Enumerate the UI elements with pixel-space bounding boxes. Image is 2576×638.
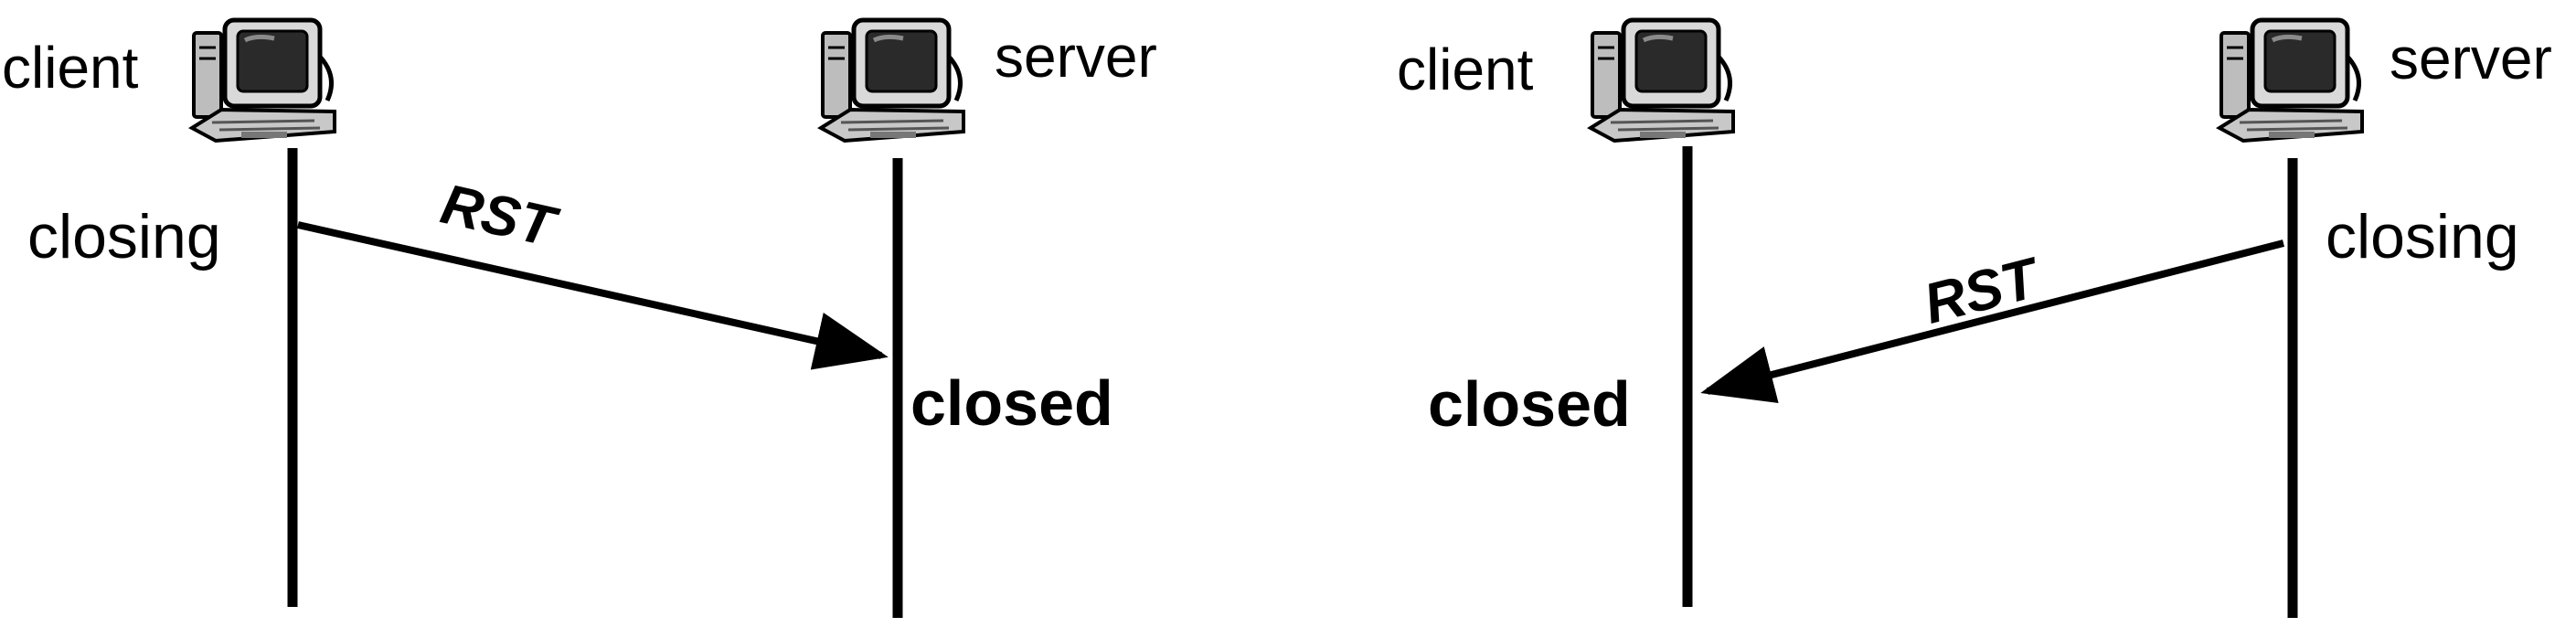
left-client-computer-icon bbox=[192, 20, 335, 141]
right-closed-label: closed bbox=[1428, 368, 1631, 440]
right-server-computer-icon bbox=[2219, 20, 2362, 141]
left-rst-label: RST bbox=[435, 173, 564, 261]
left-client-label: client bbox=[2, 35, 139, 101]
left-scenario: client server closing RST closed bbox=[2, 20, 1157, 618]
right-scenario: client server closing RST closed bbox=[1397, 20, 2552, 618]
left-closing-label: closing bbox=[27, 202, 221, 271]
right-server-label: server bbox=[2390, 26, 2552, 91]
right-client-computer-icon bbox=[1591, 20, 1733, 141]
left-server-computer-icon bbox=[821, 20, 963, 141]
right-client-label: client bbox=[1397, 37, 1534, 102]
right-rst-label: RST bbox=[1918, 246, 2048, 336]
left-server-label: server bbox=[995, 24, 1157, 90]
right-rst-arrow bbox=[1700, 239, 2284, 404]
right-closing-label: closing bbox=[2326, 202, 2519, 271]
left-rst-arrow bbox=[297, 221, 889, 370]
left-closed-label: closed bbox=[910, 367, 1113, 439]
